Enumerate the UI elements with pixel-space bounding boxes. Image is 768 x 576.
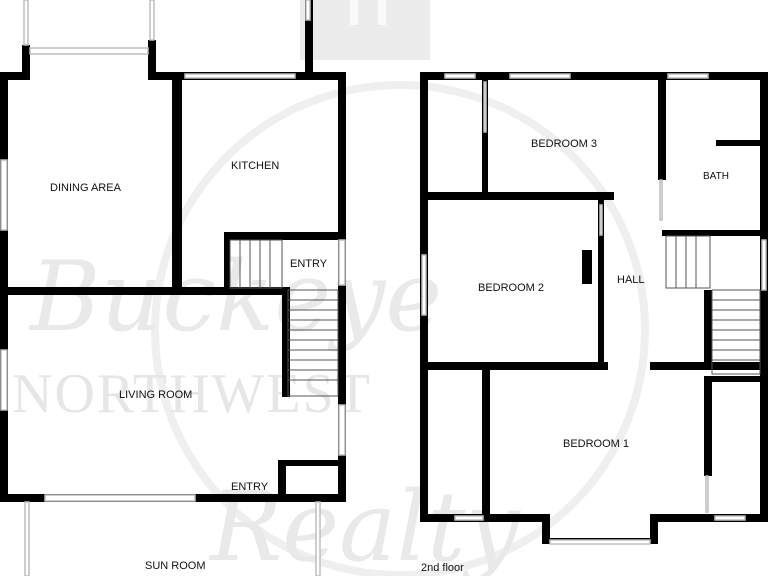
- watermark-script-2: Realty: [208, 471, 522, 576]
- room-label-bedroom-2: BEDROOM 2: [478, 282, 544, 294]
- watermark-house-icon: [300, 0, 430, 60]
- room-label-bath: BATH: [703, 171, 729, 182]
- floor1-stairs: [229, 239, 339, 397]
- room-label-kitchen: KITCHEN: [231, 160, 279, 172]
- watermark-ring: [151, 81, 649, 576]
- room-label-hall: HALL: [617, 274, 645, 286]
- room-label-bedroom-3: BEDROOM 3: [531, 138, 597, 150]
- watermark-script-1: Buckeye: [28, 241, 442, 353]
- watermark-block: NORTHWEST: [12, 363, 372, 425]
- room-label-bedroom-1: BEDROOM 1: [563, 438, 629, 450]
- room-label-sun-room: SUN ROOM: [145, 560, 206, 572]
- room-label-dining-area: DINING AREA: [50, 182, 122, 194]
- room-label-entry-top: ENTRY: [290, 258, 328, 270]
- watermark: Buckeye NORTHWEST Realty: [12, 0, 649, 576]
- floor1-windows: [0, 0, 346, 576]
- floor2-rooms: BEDROOM 3 BATH BEDROOM 2 HALL BEDROOM 1 …: [421, 138, 729, 574]
- floor1-walls: [0, 0, 346, 502]
- floor2-windows: [421, 73, 767, 545]
- floor-1: DINING AREA KITCHEN ENTRY LIVING ROOM EN…: [0, 0, 346, 576]
- floor2-stairs: [665, 235, 761, 375]
- floor-2: BEDROOM 3 BATH BEDROOM 2 HALL BEDROOM 1 …: [420, 72, 768, 574]
- floor1-rooms: DINING AREA KITCHEN ENTRY LIVING ROOM EN…: [50, 160, 328, 572]
- room-label-entry-bottom: ENTRY: [231, 481, 269, 493]
- floor-caption-2nd-floor: 2nd floor: [421, 562, 464, 574]
- room-label-living-room: LIVING ROOM: [119, 389, 192, 401]
